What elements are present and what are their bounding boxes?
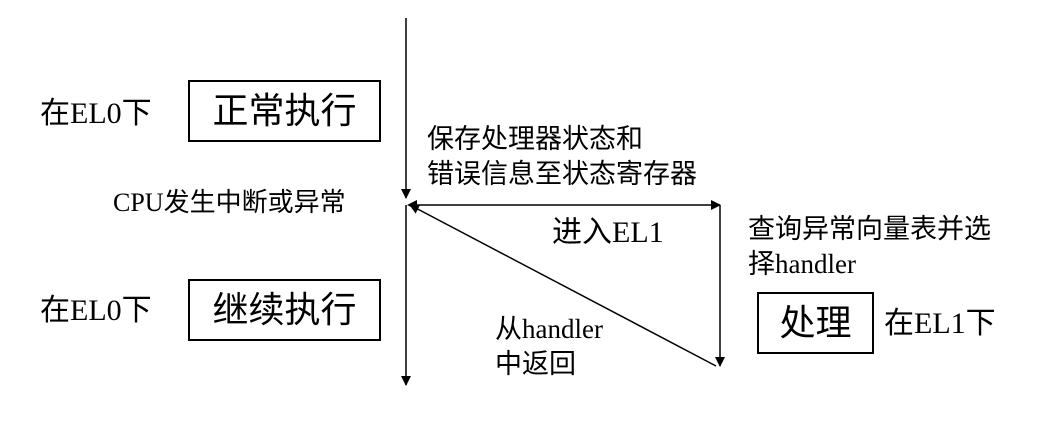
label-return-line1: 从handler: [495, 314, 603, 344]
box-handle: 处理: [757, 292, 874, 354]
return-from-handler-arrow: [409, 204, 717, 367]
label-save-state-line1: 保存处理器状态和: [427, 124, 643, 154]
box-continue-exec-label: 继续执行: [212, 290, 357, 330]
box-handle-label: 处理: [779, 303, 852, 343]
label-save-state-line2: 错误信息至状态寄存器: [427, 158, 697, 189]
label-interrupt: CPU发生中断或异常: [113, 188, 346, 217]
label-save-state: 保存处理器状态和 错误信息至状态寄存器: [427, 122, 697, 191]
label-return-from-handler: 从handler 中返回: [495, 312, 603, 381]
label-lookup-vector-line1: 查询异常向量表并选: [748, 214, 991, 244]
label-el1-right: 在EL1下: [884, 307, 996, 340]
box-normal-exec: 正常执行: [188, 80, 381, 142]
label-return-line2: 中返回: [495, 348, 576, 379]
label-enter-el1: 进入EL1: [552, 216, 664, 249]
label-lookup-vector-line2: 择handler: [748, 248, 856, 279]
box-continue-exec: 继续执行: [188, 279, 381, 341]
label-lookup-vector: 查询异常向量表并选 择handler: [748, 212, 991, 281]
label-el0-top: 在EL0下: [40, 97, 152, 130]
box-normal-exec-label: 正常执行: [212, 91, 357, 131]
label-el0-bottom: 在EL0下: [40, 294, 152, 327]
